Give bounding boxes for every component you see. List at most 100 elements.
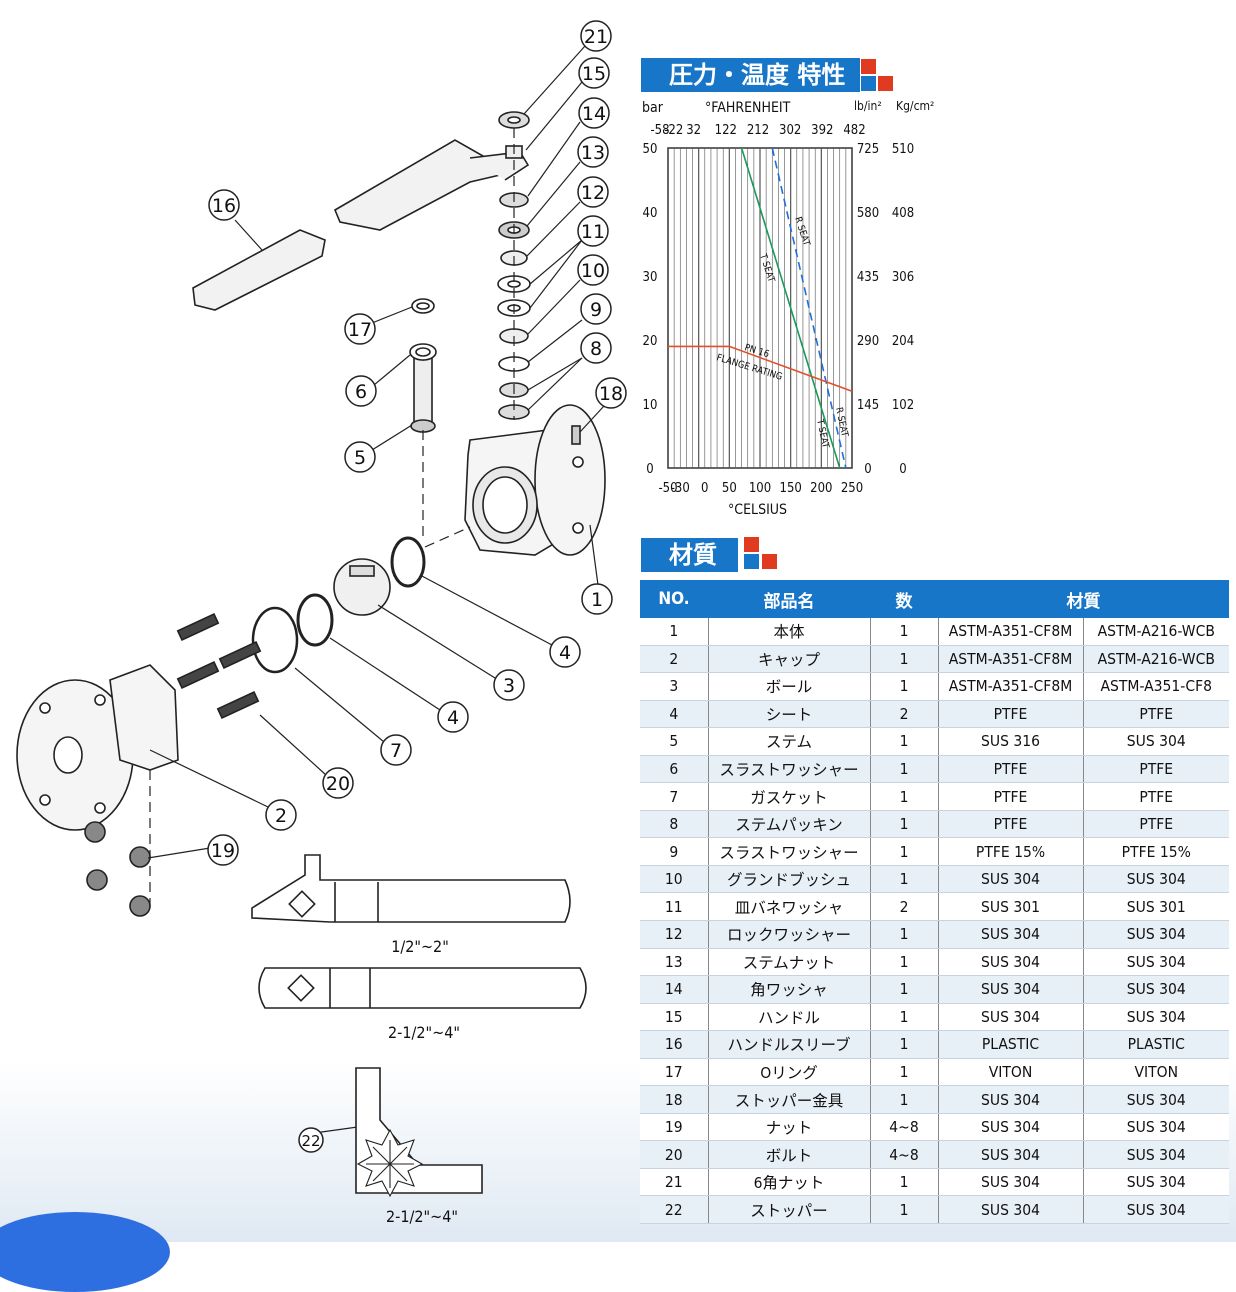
table-cell: 18 bbox=[640, 1085, 709, 1114]
table-cell: SUS 304 bbox=[1083, 948, 1229, 977]
balloon-label: 9 bbox=[590, 299, 602, 321]
series-line-1 bbox=[771, 147, 847, 469]
balloon-label: 4 bbox=[447, 707, 459, 729]
balloon-label: 4 bbox=[559, 642, 571, 664]
table-cell: ASTM-A351-CF8M bbox=[938, 645, 1084, 674]
tick-label: 510 bbox=[892, 142, 914, 157]
balloon-label: 2 bbox=[275, 805, 287, 827]
tick-label: 482 bbox=[843, 123, 865, 138]
table-cell: 1 bbox=[870, 1058, 939, 1087]
table-cell: 1 bbox=[870, 948, 939, 977]
y2-axis-label: lb/in² bbox=[854, 99, 882, 113]
table-cell: PTFE 15% bbox=[1083, 837, 1229, 866]
tick-label: 200 bbox=[810, 481, 832, 496]
table-cell: 4~8 bbox=[870, 1140, 939, 1169]
balloon-label: 8 bbox=[590, 338, 602, 360]
balloon-label: 12 bbox=[581, 182, 605, 204]
balloon-label: 16 bbox=[212, 195, 236, 217]
series-line-0 bbox=[740, 147, 841, 469]
tick-label: 725 bbox=[857, 142, 879, 157]
chart-grid bbox=[667, 147, 853, 469]
tick-label: 408 bbox=[892, 206, 914, 221]
tick-label: 0 bbox=[864, 462, 871, 477]
table-cell: ハンドルスリーブ bbox=[708, 1030, 871, 1059]
tick-label: 0 bbox=[701, 481, 708, 496]
balloon-label: 17 bbox=[348, 319, 372, 341]
tick-label: 580 bbox=[857, 206, 879, 221]
tick-label: 290 bbox=[857, 334, 879, 349]
table-cell: ASTM-A351-CF8 bbox=[1083, 672, 1229, 701]
seat-part bbox=[390, 536, 426, 588]
table-cell: SUS 304 bbox=[1083, 975, 1229, 1004]
table-cell: 16 bbox=[640, 1030, 709, 1059]
table-cell: 1 bbox=[870, 975, 939, 1004]
table-cell: ストッパー bbox=[708, 1195, 871, 1225]
tick-label: -22 bbox=[664, 123, 683, 138]
table-cell: SUS 301 bbox=[938, 892, 1084, 922]
stopper-view bbox=[355, 1067, 483, 1198]
table-cell: 1 bbox=[870, 920, 939, 949]
balloon-label: 13 bbox=[581, 142, 605, 164]
table-cell: 角ワッシャ bbox=[708, 975, 871, 1004]
bolts-part bbox=[176, 612, 262, 720]
table-cell: SUS 304 bbox=[938, 975, 1084, 1004]
table-cell: ハンドル bbox=[708, 1003, 871, 1032]
tick-label: -58 bbox=[650, 123, 669, 138]
table-cell: SUS 304 bbox=[938, 865, 1084, 894]
heading-square-blue bbox=[861, 76, 876, 91]
table-cell: スラストワッシャー bbox=[708, 755, 871, 784]
table-cell: 1 bbox=[870, 1003, 939, 1032]
table-cell: ロックワッシャー bbox=[708, 920, 871, 949]
table-cell: 7 bbox=[640, 782, 709, 811]
tick-label: 150 bbox=[780, 481, 802, 496]
balloon-label: 21 bbox=[584, 26, 608, 48]
table-cell: 21 bbox=[640, 1168, 709, 1197]
table-cell: 6角ナット bbox=[708, 1168, 871, 1197]
tick-label: 306 bbox=[892, 270, 914, 285]
table-cell: SUS 304 bbox=[938, 948, 1084, 977]
balloon-label: 1 bbox=[591, 589, 603, 611]
balloon-label: 7 bbox=[390, 740, 402, 762]
table-cell: SUS 304 bbox=[1083, 1168, 1229, 1197]
tick-label: 50 bbox=[643, 142, 658, 157]
heading-square-red-3 bbox=[744, 537, 759, 552]
size-label: 2-1/2"~4" bbox=[386, 1207, 458, 1226]
table-cell: 6 bbox=[640, 755, 709, 784]
table-cell: SUS 316 bbox=[938, 727, 1084, 756]
table-cell: 19 bbox=[640, 1113, 709, 1142]
table-cell: SUS 301 bbox=[1083, 892, 1229, 922]
tick-label: 20 bbox=[643, 334, 658, 349]
table-cell: グランドブッシュ bbox=[708, 865, 871, 894]
table-cell: PTFE 15% bbox=[938, 837, 1084, 866]
table-cell: ステム bbox=[708, 727, 871, 756]
chart-heading: 圧力・温度 特性 bbox=[641, 58, 860, 92]
table-cell: SUS 304 bbox=[938, 1113, 1084, 1142]
table-cell: PTFE bbox=[938, 810, 1084, 839]
o-ring-part bbox=[411, 298, 435, 314]
x-axis-label: °CELSIUS bbox=[728, 502, 787, 518]
table-cell: 11 bbox=[640, 892, 709, 922]
gasket-part bbox=[251, 606, 299, 674]
x2-axis-label: °FAHRENHEIT bbox=[705, 100, 791, 116]
table-cell: SUS 304 bbox=[938, 920, 1084, 949]
table-cell: 1 bbox=[640, 618, 709, 646]
table-header-row: NO. 部品名 数 材質 bbox=[640, 580, 1229, 618]
handle-part bbox=[333, 139, 502, 231]
table-cell: SUS 304 bbox=[1083, 1085, 1229, 1114]
tick-label: 302 bbox=[779, 123, 801, 138]
table-cell: SUS 304 bbox=[938, 1003, 1084, 1032]
table-cell: PTFE bbox=[1083, 782, 1229, 811]
seat-part-2 bbox=[296, 593, 334, 647]
balloon-label: 10 bbox=[581, 260, 605, 282]
table-cell: 皿バネワッシャ bbox=[708, 892, 871, 922]
table-cell: 12 bbox=[640, 920, 709, 949]
table-cell: PLASTIC bbox=[938, 1030, 1084, 1059]
annotation-t-seat-2: T SEAT bbox=[814, 417, 831, 449]
